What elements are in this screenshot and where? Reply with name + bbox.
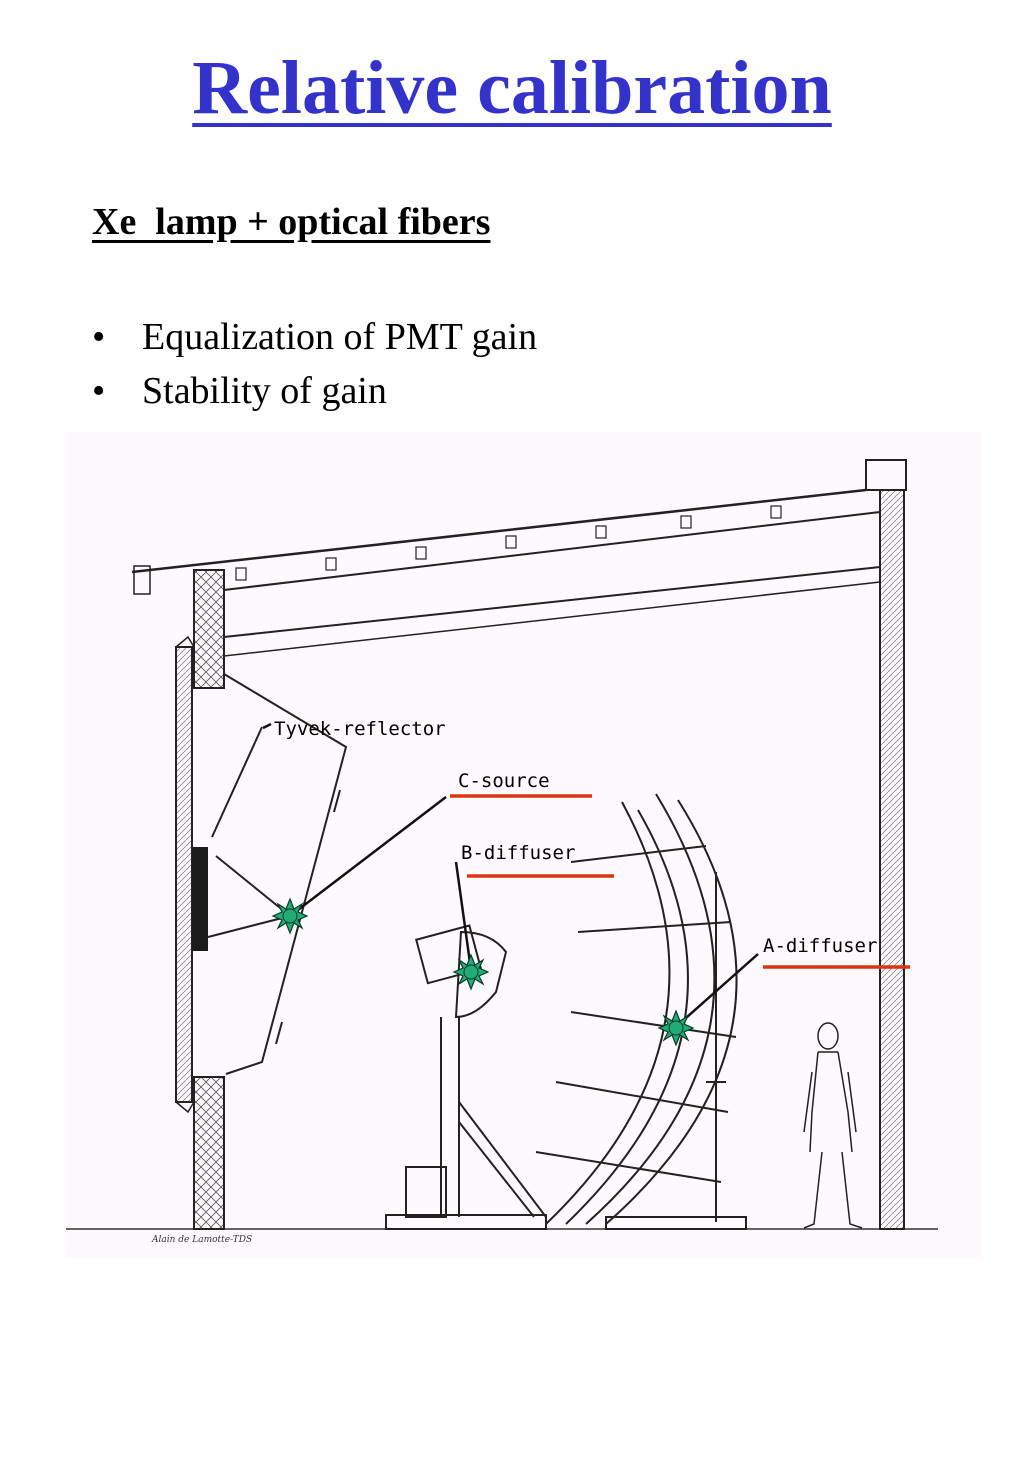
- label-a-diffuser: A-diffuser: [763, 935, 877, 957]
- leader-lines: [262, 722, 759, 1026]
- left-wall: [193, 569, 225, 1230]
- b-diffuser-stand: [385, 924, 547, 1230]
- bullet-list: • Equalization of PMT gain • Stability o…: [92, 310, 537, 418]
- bullet-text: Equalization of PMT gain: [142, 316, 538, 358]
- bullet-icon: •: [92, 370, 106, 412]
- detector-diagram: Tyvek-reflector C-source B-diffuser A-di…: [66, 432, 982, 1258]
- bullet-icon: •: [92, 316, 106, 358]
- label-b-diffuser: B-diffuser: [461, 842, 575, 864]
- label-tyvek-reflector: Tyvek-reflector: [274, 718, 446, 740]
- label-underlines: [450, 794, 910, 969]
- a-diffuser-marker-icon: [657, 1009, 695, 1047]
- human-figure: [803, 1022, 863, 1229]
- bullet-item: • Equalization of PMT gain: [92, 310, 537, 364]
- pmt-wall: [175, 635, 208, 1114]
- drawing-credit: Alain de Lamotte-TDS: [151, 1235, 252, 1245]
- label-c-source: C-source: [458, 770, 550, 792]
- bullet-item: • Stability of gain: [92, 364, 537, 418]
- right-wall: [865, 459, 907, 1230]
- bullet-text: Stability of gain: [142, 370, 387, 412]
- slide-subtitle: Xe lamp + optical fibers: [92, 201, 491, 243]
- b-diffuser-marker-icon: [452, 953, 490, 991]
- roof-structure: [131, 488, 881, 657]
- c-source-marker-icon: [271, 897, 309, 935]
- slide-title: Relative calibration: [192, 46, 832, 130]
